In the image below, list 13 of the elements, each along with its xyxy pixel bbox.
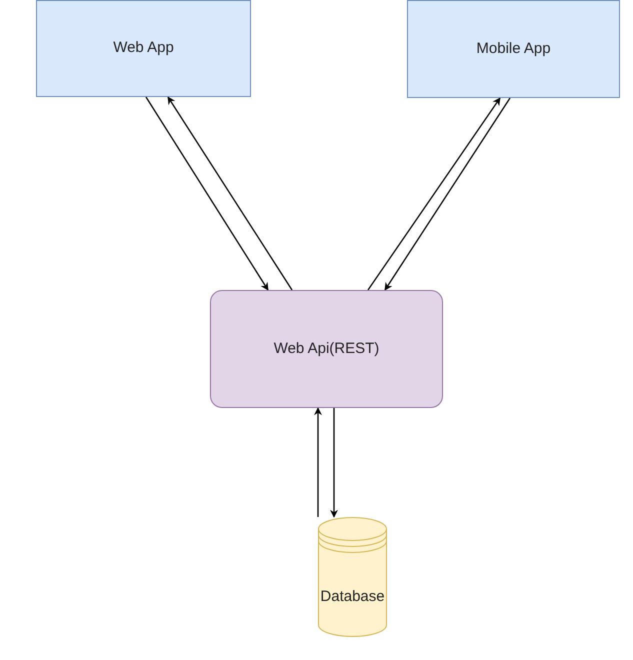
arrow <box>145 96 269 291</box>
app-box <box>36 0 251 97</box>
node-label: Web Api(REST) <box>274 338 380 359</box>
node-label: Mobile App <box>476 38 551 59</box>
arrow <box>167 96 293 290</box>
service-box <box>210 290 443 408</box>
app-box <box>407 0 620 98</box>
arrow <box>314 407 322 517</box>
node-label: Web App <box>113 38 174 58</box>
arrow <box>384 98 511 291</box>
arrow <box>330 408 338 518</box>
arrow <box>367 97 501 290</box>
node-label: Database <box>320 586 385 607</box>
